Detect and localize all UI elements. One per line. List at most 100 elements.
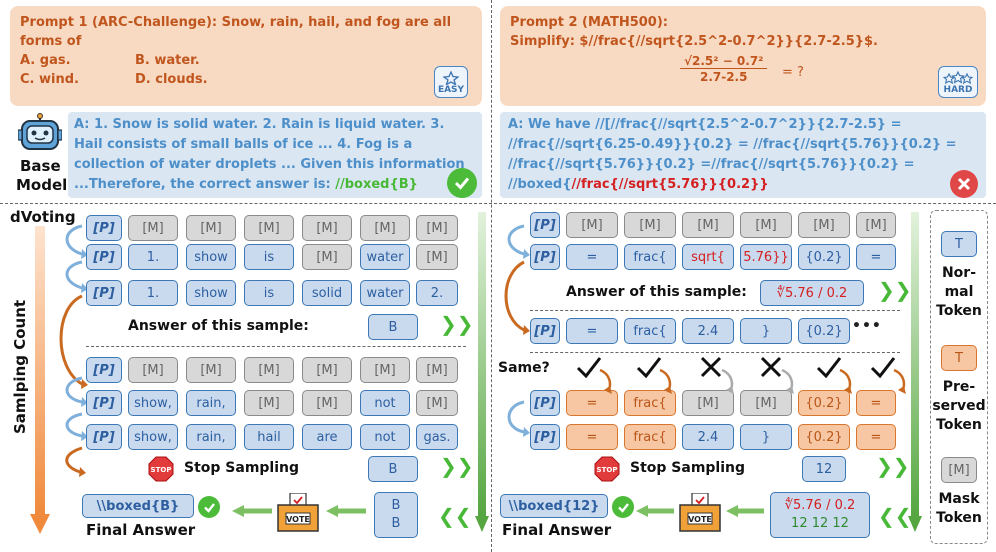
left-row5-token-6: [M] <box>416 390 458 416</box>
base-label-2: Model <box>16 176 68 194</box>
right-ballot-box-icon: VOTE <box>678 492 722 533</box>
prompt2-line2: Simplify: $//frac{//sqrt{2.5^2-0.7^2}}{2… <box>510 34 878 49</box>
left-row1-token-1: [M] <box>128 215 178 241</box>
fraction-denominator: 2.7-2.5 <box>699 70 748 84</box>
check-mark-icon-3 <box>816 357 852 394</box>
answer1-boxed: //boxed{B} <box>335 177 418 192</box>
left-row3-token-3: is <box>244 280 294 306</box>
right-row3-token-1: = <box>566 318 618 344</box>
legend-normal-l1: Nor- <box>941 265 977 281</box>
hard-badge-label: HARD <box>943 85 973 95</box>
right-answer-label: Answer of this sample: <box>566 284 747 300</box>
answer2-box: A: We have //[//frac{//sqrt{2.5^2-0.7^2}… <box>500 112 986 198</box>
easy-badge-label: EASY <box>437 85 465 95</box>
left-row1-token-6: [M] <box>416 215 458 241</box>
left-row2-token-4: [M] <box>302 244 352 270</box>
left-row6-token-6: gas. <box>416 424 458 450</box>
legend-preserved-token: T <box>941 345 977 371</box>
base-label-1: Base <box>20 157 61 175</box>
three-stars-icon <box>943 71 973 85</box>
answer2-line4: //boxed{//frac{//sqrt{5.76}}{0.2}} <box>508 175 769 195</box>
dvoting-label: dVoting <box>10 208 76 226</box>
left-row6-token-2: rain, <box>186 424 236 450</box>
answer2-line1: A: We have //[//frac{//sqrt{2.5^2-0.7^2}… <box>508 117 902 132</box>
right-row4-token-2: frac{ <box>624 390 676 416</box>
right-row4-token-4: [M] <box>740 390 792 416</box>
right-final-label: Final Answer <box>502 521 612 539</box>
same-comparison-marks <box>576 356 906 394</box>
right-row3-token-5: {0.2} <box>798 318 850 344</box>
left-row3-token-5: water <box>360 280 410 306</box>
correct-check-icon <box>447 168 477 198</box>
left-forward-icon-1: ❯❯ <box>440 312 474 336</box>
star-icon <box>443 71 459 85</box>
left-row3-token-2: show <box>186 280 236 306</box>
left-back-icon: ❮❮ <box>438 504 472 528</box>
answer2-boxed-prefix: //boxed{ <box>508 177 572 192</box>
left-back-arrow-2 <box>326 502 366 517</box>
sampling-count-label: Samlping Count <box>11 299 29 434</box>
right-sample-answer: ∜5.76 / 0.2 <box>760 280 864 306</box>
left-row2-token-0: [P] <box>86 244 122 270</box>
left-row1-token-3: [M] <box>244 215 294 241</box>
left-row3-token-0: [P] <box>86 280 122 306</box>
right-row1-token-6: [M] <box>856 212 896 238</box>
prompt1-option-a: A. gas. <box>20 53 71 68</box>
prompt1-option-c: C. wind. <box>20 72 79 87</box>
right-row4-token-3: [M] <box>682 390 734 416</box>
right-row5-token-3: 2.4 <box>682 424 734 450</box>
prompt1-option-d: D. clouds. <box>135 72 208 87</box>
right-back-icon: ❮❮ <box>878 504 912 528</box>
right-progress-arrow <box>908 212 922 534</box>
wrong-cross-icon <box>950 170 978 198</box>
cross-mark-icon <box>700 356 734 394</box>
left-row1-token-2: [M] <box>186 215 236 241</box>
left-final-check-icon <box>198 496 220 518</box>
stop-sign-icon: STOP <box>148 456 174 482</box>
right-row5-token-0: [P] <box>530 424 560 450</box>
answer1-line3: collection of water droplets ... Given t… <box>74 157 465 172</box>
right-stop-label: Stop Sampling <box>630 460 746 476</box>
left-vote-2: B <box>391 516 401 531</box>
right-stop-answer: 12 <box>802 456 846 482</box>
same-label: Same? <box>498 360 550 376</box>
left-vote-1: B <box>391 498 401 513</box>
right-back-arrow-1 <box>636 502 674 517</box>
left-row4-token-0: [P] <box>86 357 122 383</box>
left-row2-token-6: [M] <box>416 244 458 270</box>
left-row4-token-3: [M] <box>244 357 294 383</box>
fraction-equals: = ? <box>782 65 804 80</box>
right-row2-token-1: = <box>566 244 618 270</box>
right-row2-token-3: sqrt{ <box>682 244 734 270</box>
check-mark-icon-2 <box>636 357 672 394</box>
left-progress-arrow <box>475 212 489 534</box>
left-row6-token-4: are <box>302 424 352 450</box>
right-vote-box: ∜5.76 / 0.2 12 12 12 <box>770 492 870 538</box>
right-vote-line-2: 12 12 12 <box>791 516 849 531</box>
left-row3-token-4: solid <box>302 280 352 306</box>
right-row3-token-2: frac{ <box>624 318 676 344</box>
left-row3-token-1: 1. <box>128 280 178 306</box>
legend-normal-token: T <box>941 231 977 257</box>
left-row5-token-1: show, <box>128 390 178 416</box>
left-row1-token-5: [M] <box>360 215 410 241</box>
right-row5-token-6: = <box>856 424 896 450</box>
legend-preserved-l1: Pre- <box>942 379 976 395</box>
left-row6-token-0: [P] <box>86 424 122 450</box>
right-row1-token-3: [M] <box>682 212 734 238</box>
legend-mask-l2: Token <box>936 510 982 526</box>
answer1-line1: A: 1. Snow is solid water. 2. Rain is li… <box>74 117 445 132</box>
right-row2-token-5: {0.2} <box>798 244 850 270</box>
answer1-line2: Hail consists of small balls of ice ... … <box>74 137 413 152</box>
right-row5-token-2: frac{ <box>624 424 676 450</box>
right-forward-icon-2: ❯❯ <box>876 454 910 478</box>
right-row3-token-4: } <box>740 318 792 344</box>
left-row5-token-3: [M] <box>244 390 294 416</box>
right-final-boxed: \\boxed{12} <box>500 494 608 518</box>
answer1-box: A: 1. Snow is solid water. 2. Rain is li… <box>68 112 482 198</box>
left-final-boxed: \\boxed{B} <box>82 494 194 518</box>
left-step-arrows <box>59 224 88 477</box>
left-sample-answer: B <box>368 314 418 340</box>
right-stop-sign-icon: STOP <box>594 456 620 482</box>
answer1-line4-text: ...Therefore, the correct answer is: <box>74 177 336 192</box>
